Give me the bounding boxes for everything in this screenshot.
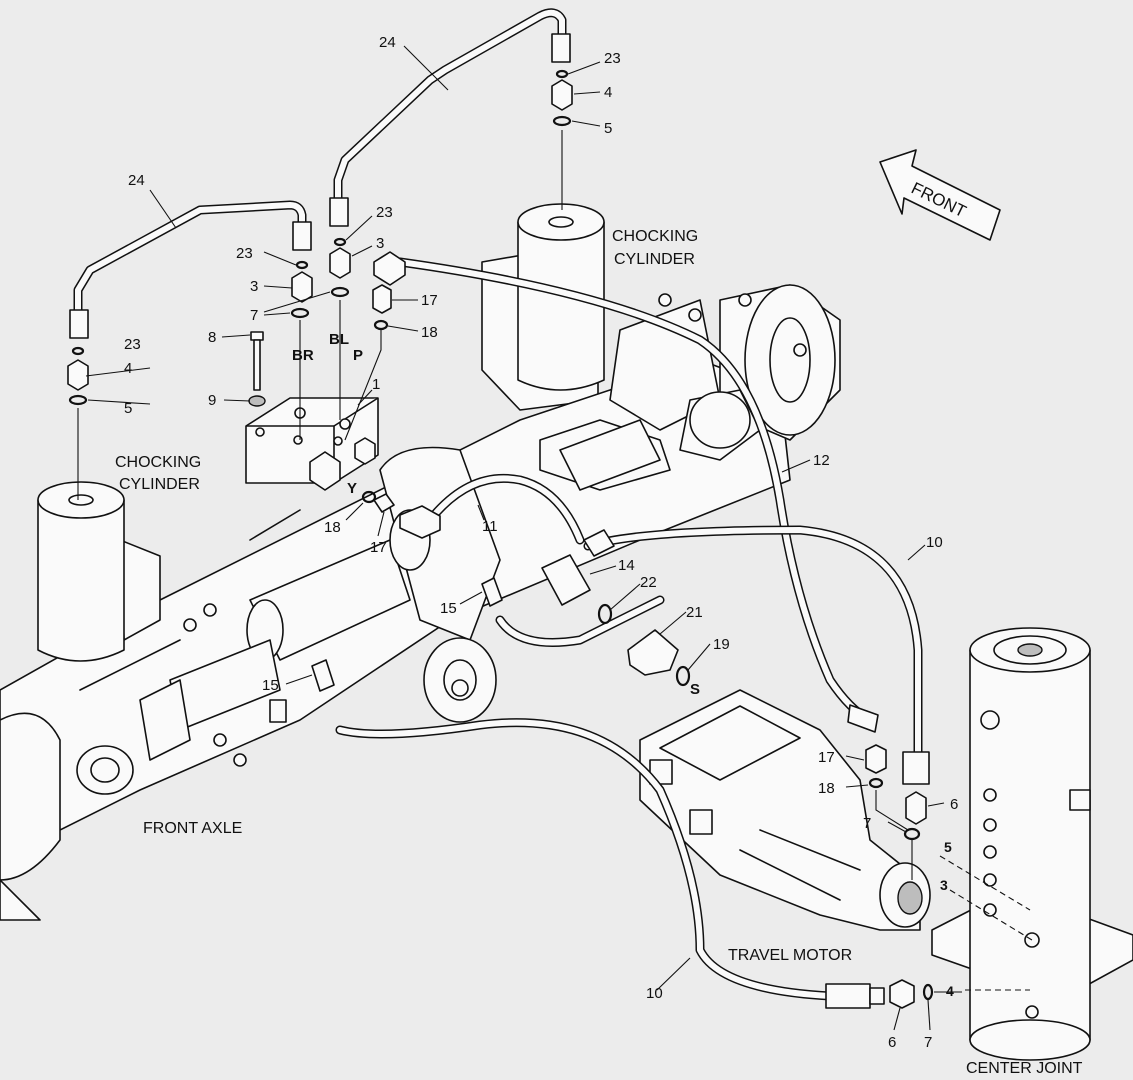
- hose-10-upper: [583, 525, 930, 785]
- callout-18-top: 18: [421, 324, 438, 341]
- center-joint-drawing: [931, 627, 1133, 1061]
- callout-23-valve: 23: [236, 245, 253, 262]
- port-p-label: P: [353, 347, 363, 364]
- tube-24-upper: [329, 8, 571, 227]
- callout-23-mid: 23: [376, 204, 393, 221]
- travel-motor-drawing: [639, 689, 931, 931]
- callout-12: 12: [813, 452, 830, 469]
- callout-5-left: 5: [124, 400, 132, 417]
- callout-7-motor: 7: [863, 815, 871, 832]
- callout-3-valve: 3: [250, 278, 258, 295]
- callout-24-left: 24: [128, 172, 145, 189]
- callout-7-valve: 7: [250, 307, 258, 324]
- port-bl-label: BL: [329, 331, 349, 348]
- callout-17-top: 17: [421, 292, 438, 309]
- right-chocking-cylinder-drawing: [481, 203, 605, 411]
- callout-21: 21: [686, 604, 703, 621]
- callout-17-motor: 17: [818, 749, 835, 766]
- callout-4-left: 4: [124, 360, 132, 377]
- callout-1: 1: [372, 376, 380, 393]
- left-cylinder-label-line2: CYLINDER: [119, 476, 200, 493]
- small-fittings: [67, 69, 962, 1009]
- right-cylinder-label-line2: CYLINDER: [614, 251, 695, 268]
- callout-23-top: 23: [604, 50, 621, 67]
- callout-14: 14: [618, 557, 635, 574]
- left-cylinder-label-line1: CHOCKING: [115, 454, 201, 471]
- callout-10-low: 10: [646, 985, 663, 1002]
- callout-8: 8: [208, 329, 216, 346]
- callout-6-motor: 6: [950, 796, 958, 813]
- callout-15-low: 15: [262, 677, 279, 694]
- travel-motor-label: TRAVEL MOTOR: [728, 947, 852, 964]
- callout-numbers: 24 23 4 5 24 23 3 23 3 7 17 18 8 23 4 5 …: [124, 34, 958, 1051]
- callout-3-bold: 3: [940, 877, 948, 893]
- left-chocking-cylinder-drawing: [37, 481, 161, 662]
- callout-6-low: 6: [888, 1034, 896, 1051]
- callout-17-mid: 17: [370, 539, 387, 556]
- right-cylinder-label-line1: CHOCKING: [612, 228, 698, 245]
- port-s-label: S: [690, 681, 700, 698]
- callout-5-bold: 5: [944, 839, 952, 855]
- callout-18-motor: 18: [818, 780, 835, 797]
- callout-5-top: 5: [604, 120, 612, 137]
- port-br-label: BR: [292, 347, 314, 364]
- hose-12: [373, 251, 879, 733]
- tube-24-left: [69, 200, 312, 339]
- valve-block-drawing: [245, 397, 379, 491]
- callout-4-top: 4: [604, 84, 612, 101]
- hose-11: [399, 473, 585, 545]
- front-axle-label: FRONT AXLE: [143, 820, 242, 837]
- callout-24-top: 24: [379, 34, 396, 51]
- center-joint-label: CENTER JOINT: [966, 1060, 1083, 1077]
- port-y-label: Y: [347, 480, 357, 497]
- callout-18-mid: 18: [324, 519, 341, 536]
- callout-22: 22: [640, 574, 657, 591]
- callout-leaders: [85, 45, 945, 1031]
- front-direction-arrow: FRONT: [879, 149, 1001, 241]
- callout-11: 11: [482, 518, 498, 535]
- callout-4-bold: 4: [946, 983, 954, 999]
- callout-10-right: 10: [926, 534, 943, 551]
- hose-15-upper: [495, 595, 665, 647]
- callout-15-mid: 15: [440, 600, 457, 617]
- hose-10-lower: [335, 718, 885, 1009]
- callout-23-left: 23: [124, 336, 141, 353]
- callout-7-low: 7: [924, 1034, 932, 1051]
- callout-3-mid: 3: [376, 235, 384, 252]
- callout-19: 19: [713, 636, 730, 653]
- callout-9: 9: [208, 392, 216, 409]
